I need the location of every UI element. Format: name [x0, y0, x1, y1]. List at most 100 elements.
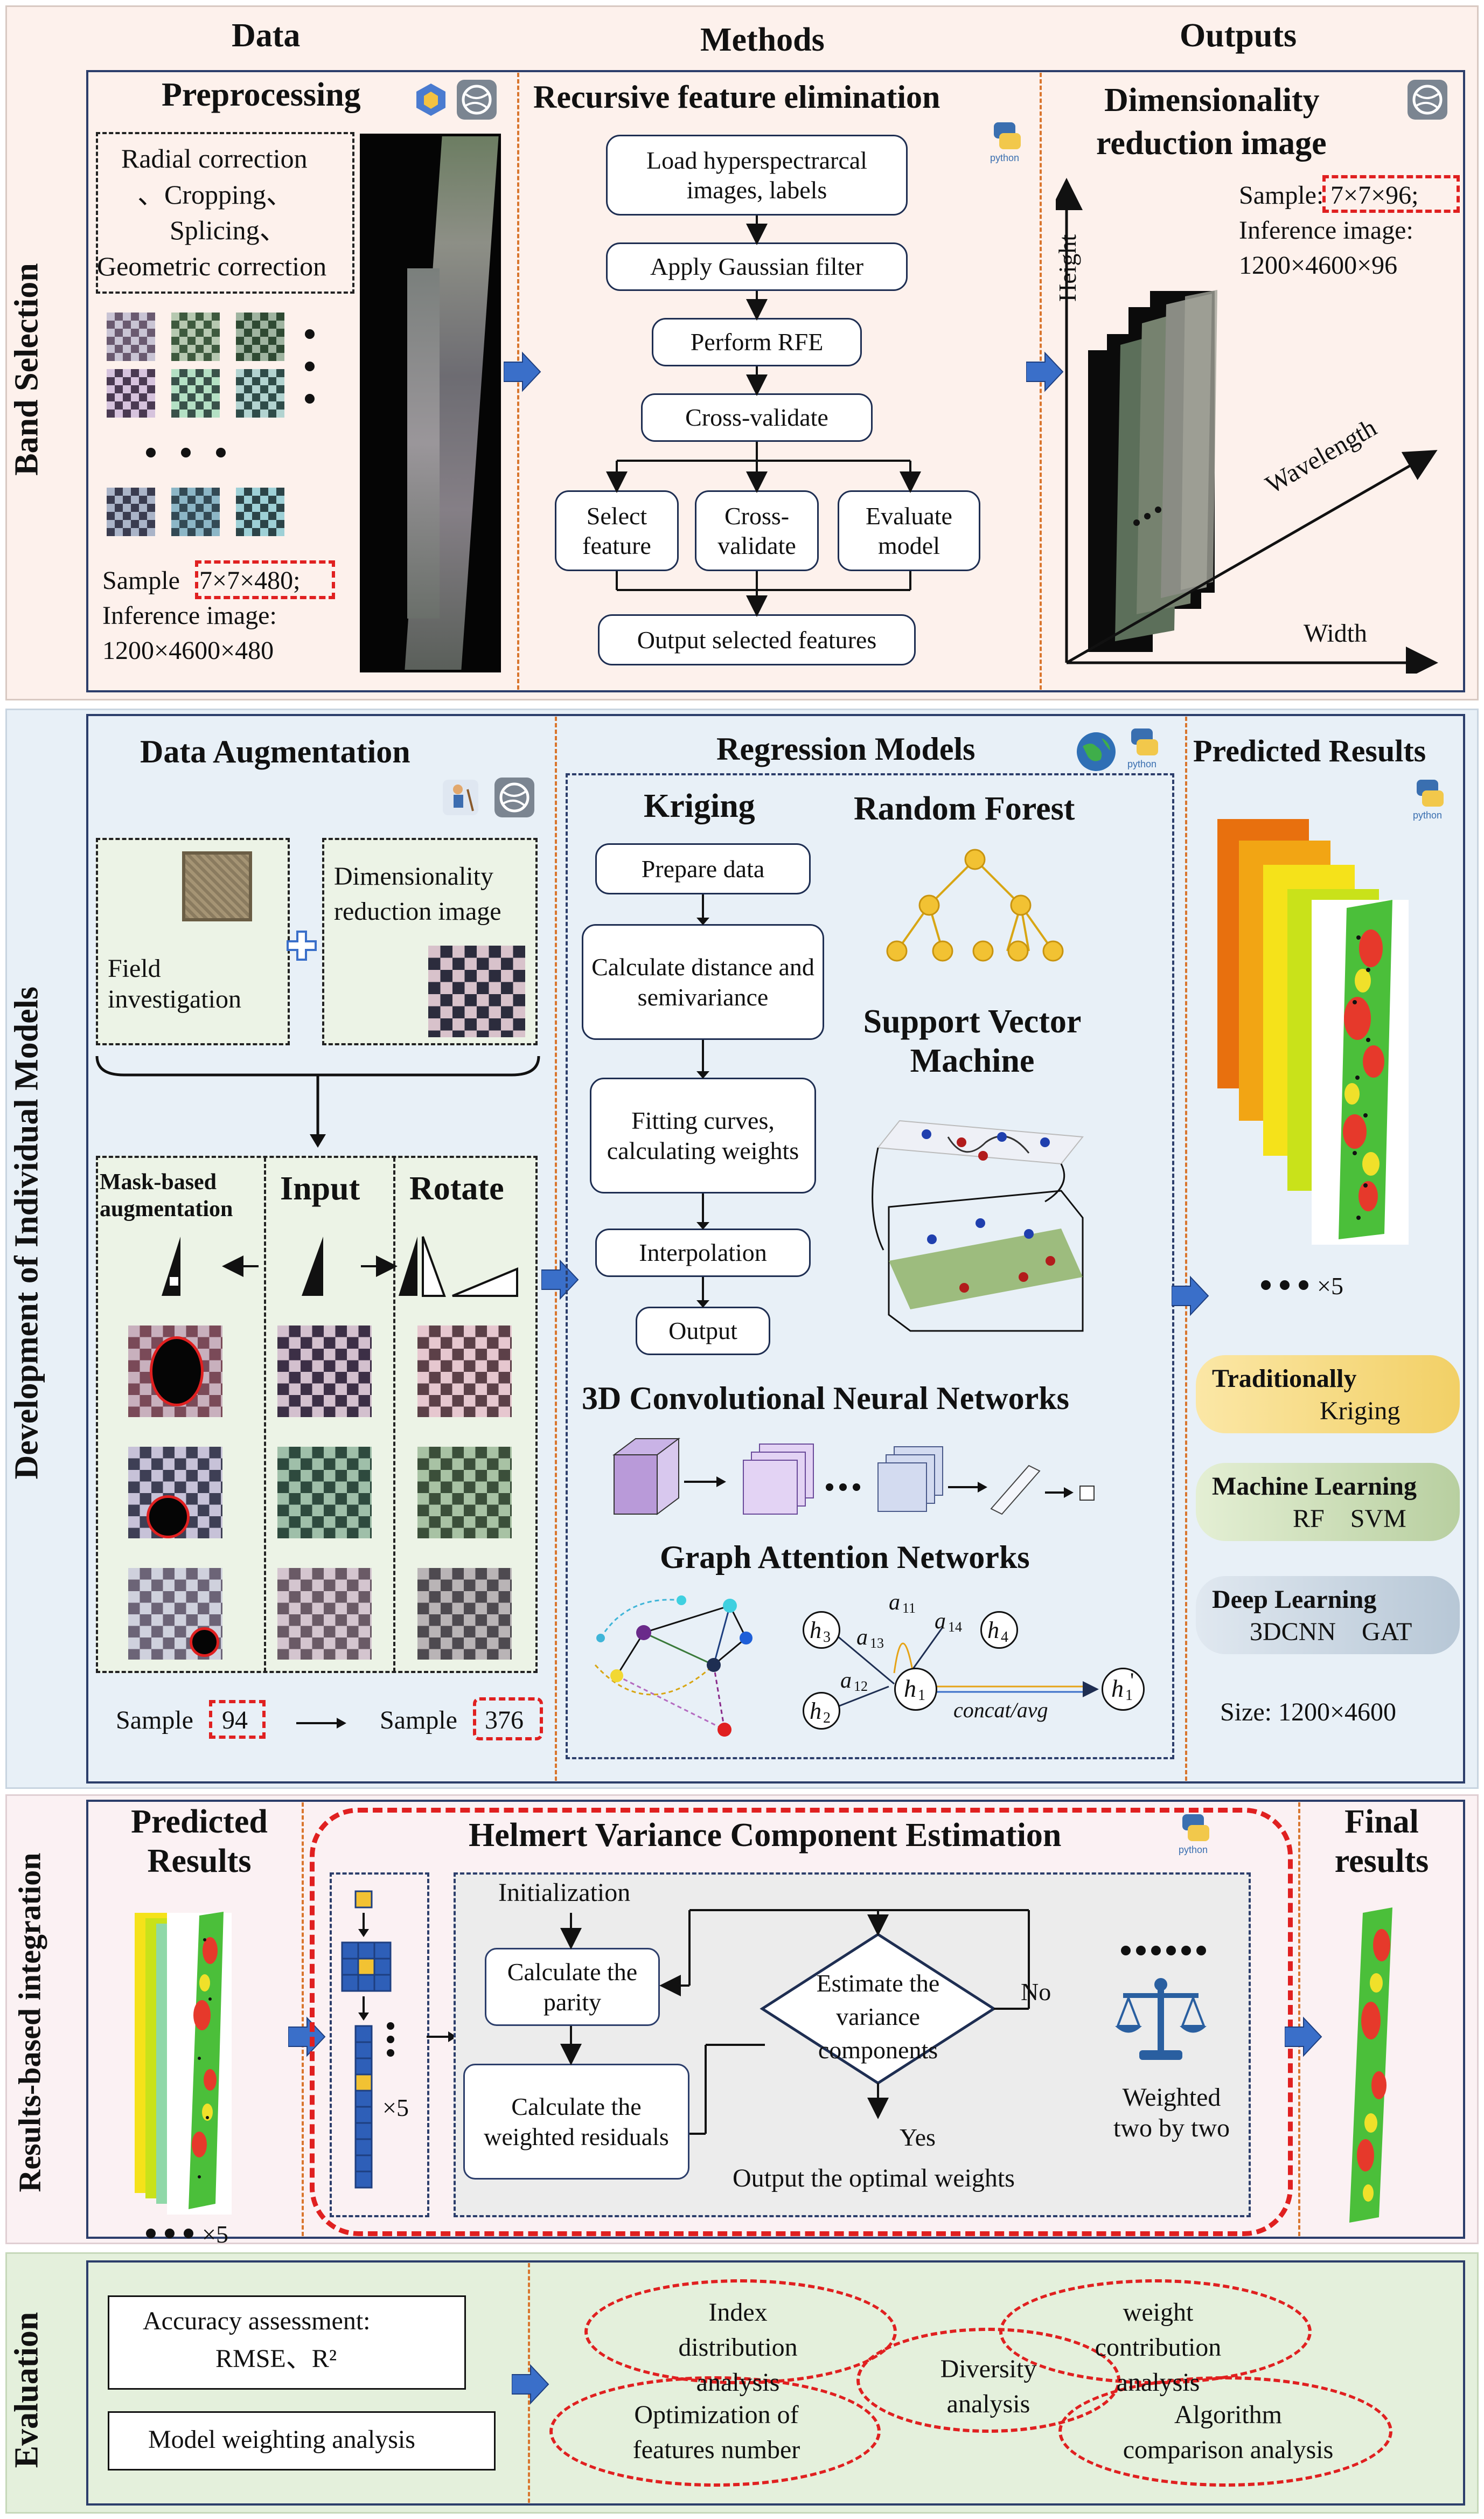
- field-investigation-box: [96, 838, 290, 1045]
- rotate-label: Rotate: [409, 1170, 504, 1207]
- final-results-title: Final results: [1334, 1803, 1429, 1880]
- category-models: 3DCNN GAT: [1250, 1618, 1412, 1646]
- divider: [302, 1802, 304, 2236]
- sample-patch: [236, 369, 284, 418]
- kriging-step: Calculate distance and semivariance: [582, 924, 824, 1040]
- gat-node-h4: [980, 1611, 1018, 1649]
- gat-edge-label: a: [856, 1625, 868, 1650]
- rfe-step-output: Output selected features: [598, 614, 916, 665]
- sample-patch: [236, 313, 284, 361]
- kriging-step: Interpolation: [595, 1229, 811, 1277]
- inference-value: 1200×4600×96: [1239, 251, 1398, 280]
- prediction-maps: [135, 1912, 232, 2215]
- axis-label-width: Width: [1304, 619, 1368, 648]
- earth-icon: [1077, 732, 1116, 771]
- masked-region: [147, 1495, 190, 1538]
- python-icon: python: [1127, 728, 1158, 769]
- category-deep-learning: Deep Learning 3DCNN GAT: [1196, 1576, 1460, 1654]
- sample-count-before: 94: [222, 1706, 248, 1734]
- cnn-title: 3D Convolutional Neural Networks: [582, 1380, 1070, 1416]
- accuracy-metrics: RMSE、R²: [215, 2344, 337, 2373]
- cnn-diagram: [612, 1438, 1095, 1515]
- masked-region: [150, 1336, 204, 1406]
- field-photo: [182, 851, 252, 921]
- dimensionality-label: Dimensionality reduction image: [334, 862, 501, 926]
- stack-box: [330, 1872, 429, 2217]
- kriging-step: Prepare data: [595, 843, 811, 894]
- category-models: RF SVM: [1293, 1504, 1406, 1533]
- random-forest-title: Random Forest: [854, 790, 1075, 827]
- svg-text:python: python: [1127, 759, 1156, 769]
- gat-node-sub: 2: [823, 1710, 831, 1726]
- gat-edge-sub: 14: [948, 1619, 962, 1635]
- sample-patch: [277, 1568, 372, 1660]
- gat-edge-sub: 12: [854, 1678, 868, 1694]
- weighting-label: Model weighting analysis: [148, 2425, 415, 2454]
- gat-edge-label: a: [840, 1668, 852, 1693]
- analysis-algorithm: [1058, 2376, 1392, 2487]
- sample-patch: [107, 488, 155, 536]
- arrow-right: [296, 1718, 346, 1729]
- gat-node-sub: 1: [918, 1687, 925, 1704]
- sample-label: Sample: [380, 1706, 457, 1734]
- ellipsis-icon: [146, 2229, 193, 2238]
- decision-no: No: [1021, 1978, 1051, 2006]
- category-name: Machine Learning: [1212, 1472, 1417, 1501]
- axis-label-height: Height: [1054, 234, 1081, 302]
- augmentation-divider: [393, 1157, 395, 1672]
- helmert-title: Helmert Variance Component Estimation: [469, 1817, 1062, 1854]
- sample-patch: [428, 946, 525, 1037]
- globe-icon: [1408, 80, 1447, 120]
- row-label-individual-models: Development of Individual Models: [8, 986, 45, 1480]
- sample-patch: [171, 313, 220, 361]
- sample-highlight: [473, 1697, 543, 1740]
- svm-diagram: [872, 1120, 1084, 1332]
- sample-patch: [107, 369, 155, 418]
- rfe-step-perform: Perform RFE: [652, 318, 862, 366]
- algorithm-label: Algorithm comparison analysis: [1123, 2400, 1334, 2464]
- gat-edge-sub: 11: [902, 1600, 916, 1616]
- column-header-data: Data: [232, 17, 301, 54]
- ellipsis-icon: [146, 448, 226, 457]
- weight-stack-diagram: [341, 1890, 394, 2189]
- flow-arrow: [504, 351, 541, 392]
- sample-label: Sample: [116, 1706, 193, 1734]
- surveyor-icon: [443, 780, 478, 815]
- weighted-label: Weighted two by two: [1113, 2083, 1230, 2142]
- analysis-diversity: [856, 2328, 1120, 2433]
- ellipsis-icon: [305, 329, 315, 404]
- gat-node-label: h: [904, 1675, 916, 1702]
- optimization-label: Optimization of features number: [632, 2400, 800, 2464]
- sample-value: 7×7×96;: [1330, 181, 1419, 210]
- rfe-title: Recursive feature elimination: [533, 79, 940, 115]
- category-traditional: Traditionally Kriging: [1196, 1355, 1460, 1433]
- globe-icon: [457, 80, 497, 120]
- helmert-boundary: [310, 1808, 1293, 2236]
- svg-text:python: python: [990, 152, 1019, 163]
- weight-contrib-label: weight contribution analysis: [1095, 2298, 1222, 2397]
- category-name: Deep Learning: [1212, 1585, 1377, 1614]
- gat-node-sub: 1: [1125, 1687, 1133, 1704]
- gat-graph: [594, 1595, 753, 1737]
- preprocessing-steps-box: [96, 132, 354, 294]
- sample-patch: [171, 369, 220, 418]
- column-header-methods: Methods: [700, 22, 825, 58]
- gat-node-h2: [803, 1692, 840, 1730]
- sample-highlight: [209, 1700, 266, 1739]
- arrow-right: [427, 2031, 457, 2042]
- kriging-step: Output: [636, 1307, 770, 1355]
- sample-patch: [107, 313, 155, 361]
- initialization-label: Initialization: [498, 1878, 631, 1907]
- sample-highlight: [195, 560, 335, 599]
- divider: [1298, 1802, 1300, 2236]
- gat-node-sub: 3: [823, 1629, 831, 1646]
- stack-count: ×5: [382, 2094, 409, 2121]
- triangle-diagram: [162, 1236, 518, 1297]
- python-icon: python: [1179, 1814, 1209, 1855]
- category-models: Kriging: [1320, 1397, 1401, 1425]
- gat-node-label: h: [810, 1617, 821, 1643]
- kriging-connectors: [696, 894, 709, 1308]
- ellipsis-icon: [1121, 1946, 1206, 1955]
- sample-label: Sample:: [1239, 181, 1324, 210]
- rfe-step-load: Load hyperspectrarcal images, labels: [606, 135, 908, 216]
